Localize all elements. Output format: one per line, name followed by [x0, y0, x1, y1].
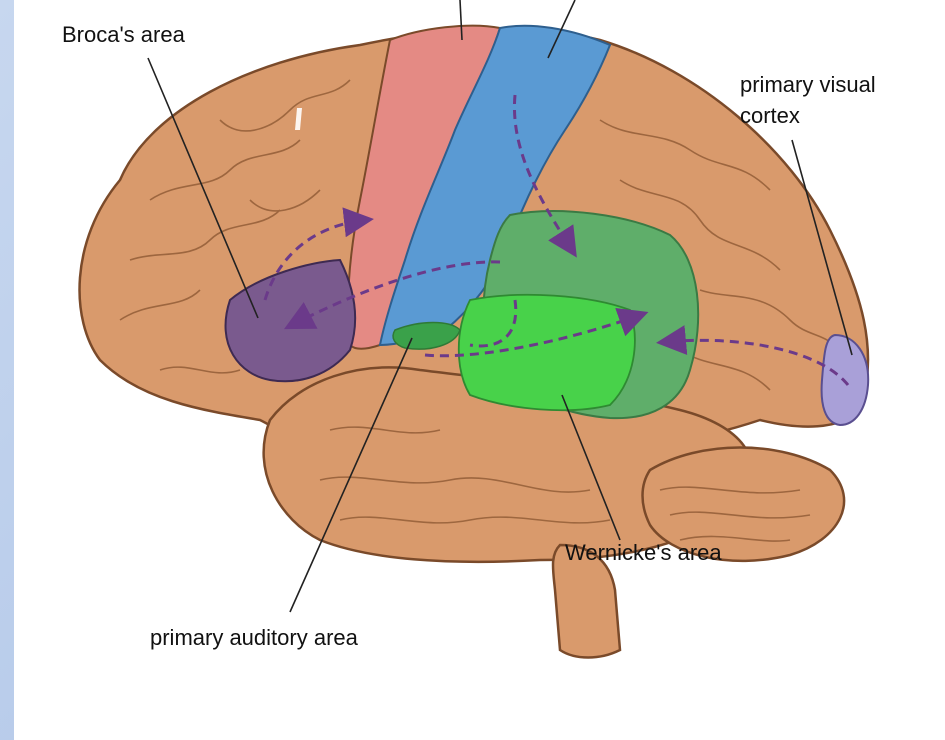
- label-visual-line2: cortex: [740, 103, 800, 128]
- label-auditory: primary auditory area: [150, 625, 359, 650]
- label-wernicke: Wernicke's area: [565, 540, 722, 565]
- label-broca: Broca's area: [62, 22, 186, 47]
- label-visual-line1: primary visual: [740, 72, 876, 97]
